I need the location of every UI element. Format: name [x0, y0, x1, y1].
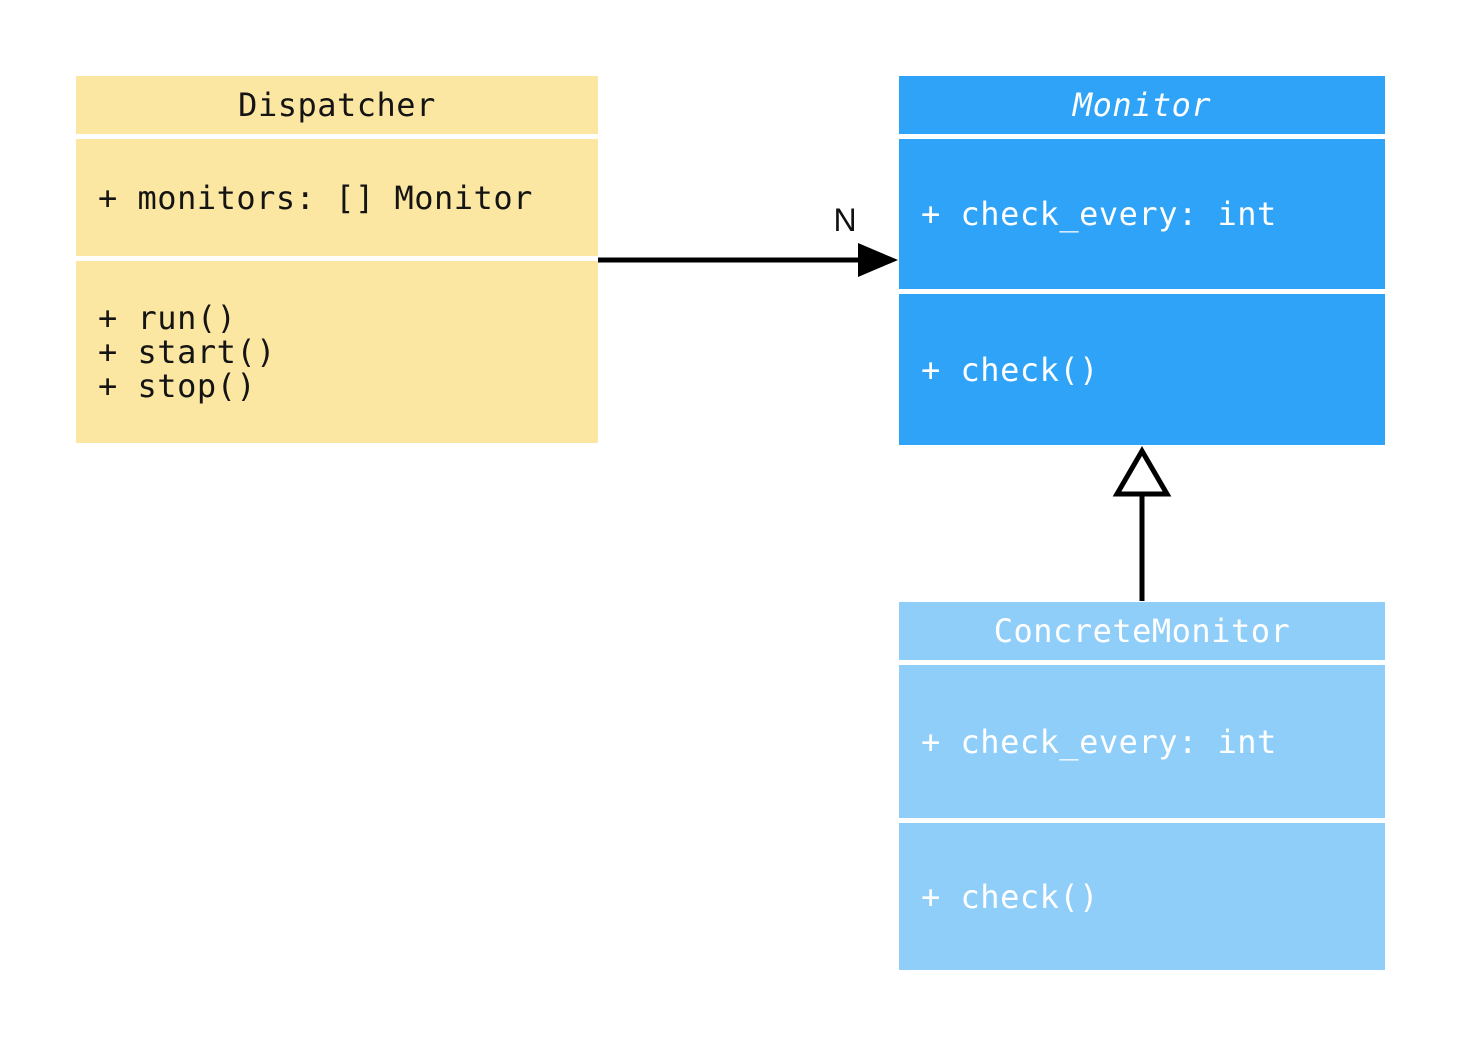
attribute-item: + check_every: int [921, 195, 1277, 233]
class-title-monitor: Monitor [899, 76, 1385, 134]
association-multiplicity-label: N [833, 202, 857, 238]
method-item: + check() [921, 350, 1099, 389]
class-title-concrete-monitor: ConcreteMonitor [899, 602, 1385, 660]
class-node-dispatcher: Dispatcher + monitors: [] Monitor + run(… [76, 76, 598, 443]
association-edge-dispatcher-monitor [598, 243, 898, 277]
class-methods-concrete-monitor: + check() [899, 823, 1385, 970]
class-node-concrete-monitor: ConcreteMonitor + check_every: int + che… [899, 602, 1385, 970]
class-attributes-concrete-monitor: + check_every: int [899, 665, 1385, 818]
filled-arrowhead-icon [858, 243, 898, 277]
class-title-dispatcher: Dispatcher [76, 76, 598, 134]
class-name-label: Dispatcher [238, 86, 436, 124]
class-attributes-dispatcher: + monitors: [] Monitor [76, 139, 598, 256]
method-item: + stop() [98, 367, 257, 405]
class-attributes-monitor: + check_every: int [899, 139, 1385, 289]
inheritance-edge-concrete-monitor-monitor [1112, 446, 1172, 601]
attribute-item: + check_every: int [921, 722, 1277, 761]
class-methods-monitor: + check() [899, 294, 1385, 445]
class-name-label: Monitor [1072, 86, 1212, 124]
class-node-monitor: Monitor + check_every: int + check() [899, 76, 1385, 445]
method-item: + run() [98, 299, 237, 337]
class-methods-dispatcher: + run() + start() + stop() [76, 261, 598, 443]
method-item: + check() [921, 877, 1099, 916]
attribute-item: + monitors: [] Monitor [98, 178, 533, 217]
hollow-triangle-arrowhead-icon [1112, 446, 1172, 497]
class-name-label: ConcreteMonitor [993, 612, 1291, 650]
method-item: + start() [98, 333, 276, 371]
